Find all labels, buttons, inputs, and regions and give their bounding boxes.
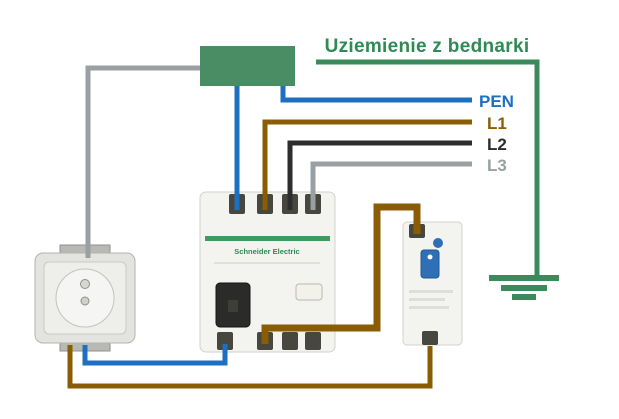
label-l2: L2 (487, 135, 507, 154)
busbar-block (200, 46, 295, 86)
rcd-test-button (295, 283, 323, 301)
breaker-2pole (402, 221, 463, 346)
breaker-label-line (409, 290, 453, 293)
ground-symbol (489, 275, 559, 300)
wire-neutral-bottom (82, 344, 228, 366)
rcd-toggle-notch (228, 300, 238, 312)
breaker-terminal-bottom (422, 331, 438, 345)
rcd-label-line (214, 262, 320, 264)
wire-ground-run (316, 59, 540, 277)
wire-gray-socket-feed (85, 65, 200, 258)
breaker-dial (433, 238, 443, 248)
label-pen: PEN (479, 92, 514, 111)
rcd-brand-text: Schneider Electric (234, 247, 299, 256)
breaker-toggle (420, 249, 440, 279)
label-l3: L3 (487, 156, 507, 175)
breaker-body (402, 221, 463, 346)
rcd-terminal-bottom (305, 332, 321, 350)
wire-l3-top (310, 161, 472, 210)
breaker-toggle-dot (427, 254, 433, 260)
socket-center-screw (80, 296, 90, 306)
rcd-terminal-bottom (217, 332, 233, 350)
label-l1: L1 (487, 114, 507, 133)
wire-l1-rcd-to-breaker (261, 203, 421, 344)
breaker-label-line (409, 298, 445, 301)
diagram-title: Uziemienie z bednarki (325, 36, 530, 57)
wire-pen-horizontal (280, 86, 472, 103)
rcd-terminal-bottom (282, 332, 298, 350)
socket-ground-pin (80, 279, 90, 289)
rcd-brand-stripe (205, 236, 330, 241)
wall-socket (34, 244, 136, 352)
wire-l1-top (262, 119, 472, 210)
wire-l2-top (287, 140, 472, 210)
wire-l1-bottom (67, 345, 433, 389)
breaker-label-line (409, 306, 449, 309)
